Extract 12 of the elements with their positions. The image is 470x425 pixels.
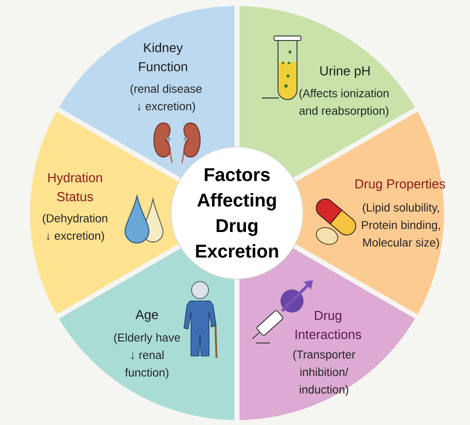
sector-text: (Dehydration ↓ excretion) [42, 214, 108, 242]
sector-heading: Age [135, 310, 158, 322]
sector-text: (Transporter inhibition/ induction) [293, 350, 356, 396]
sector-text: (Elderly have ↓ renal function) [114, 333, 180, 379]
sector-heading: Drug Properties [356, 178, 446, 192]
sector-text: (renal disease ↓ excretion) [130, 84, 202, 113]
sector-text: (Affects ionization and reabsorption) [299, 88, 389, 118]
sector-heading: Urine pH [320, 66, 370, 78]
sector-text: (Lipid solubility, Protein binding, Molecular size) [362, 203, 440, 249]
sector-heading: Hydration Status [48, 172, 102, 202]
sector-heading: Kidney Function [139, 42, 188, 72]
sector-heading: Drug Interactions [296, 310, 362, 340]
